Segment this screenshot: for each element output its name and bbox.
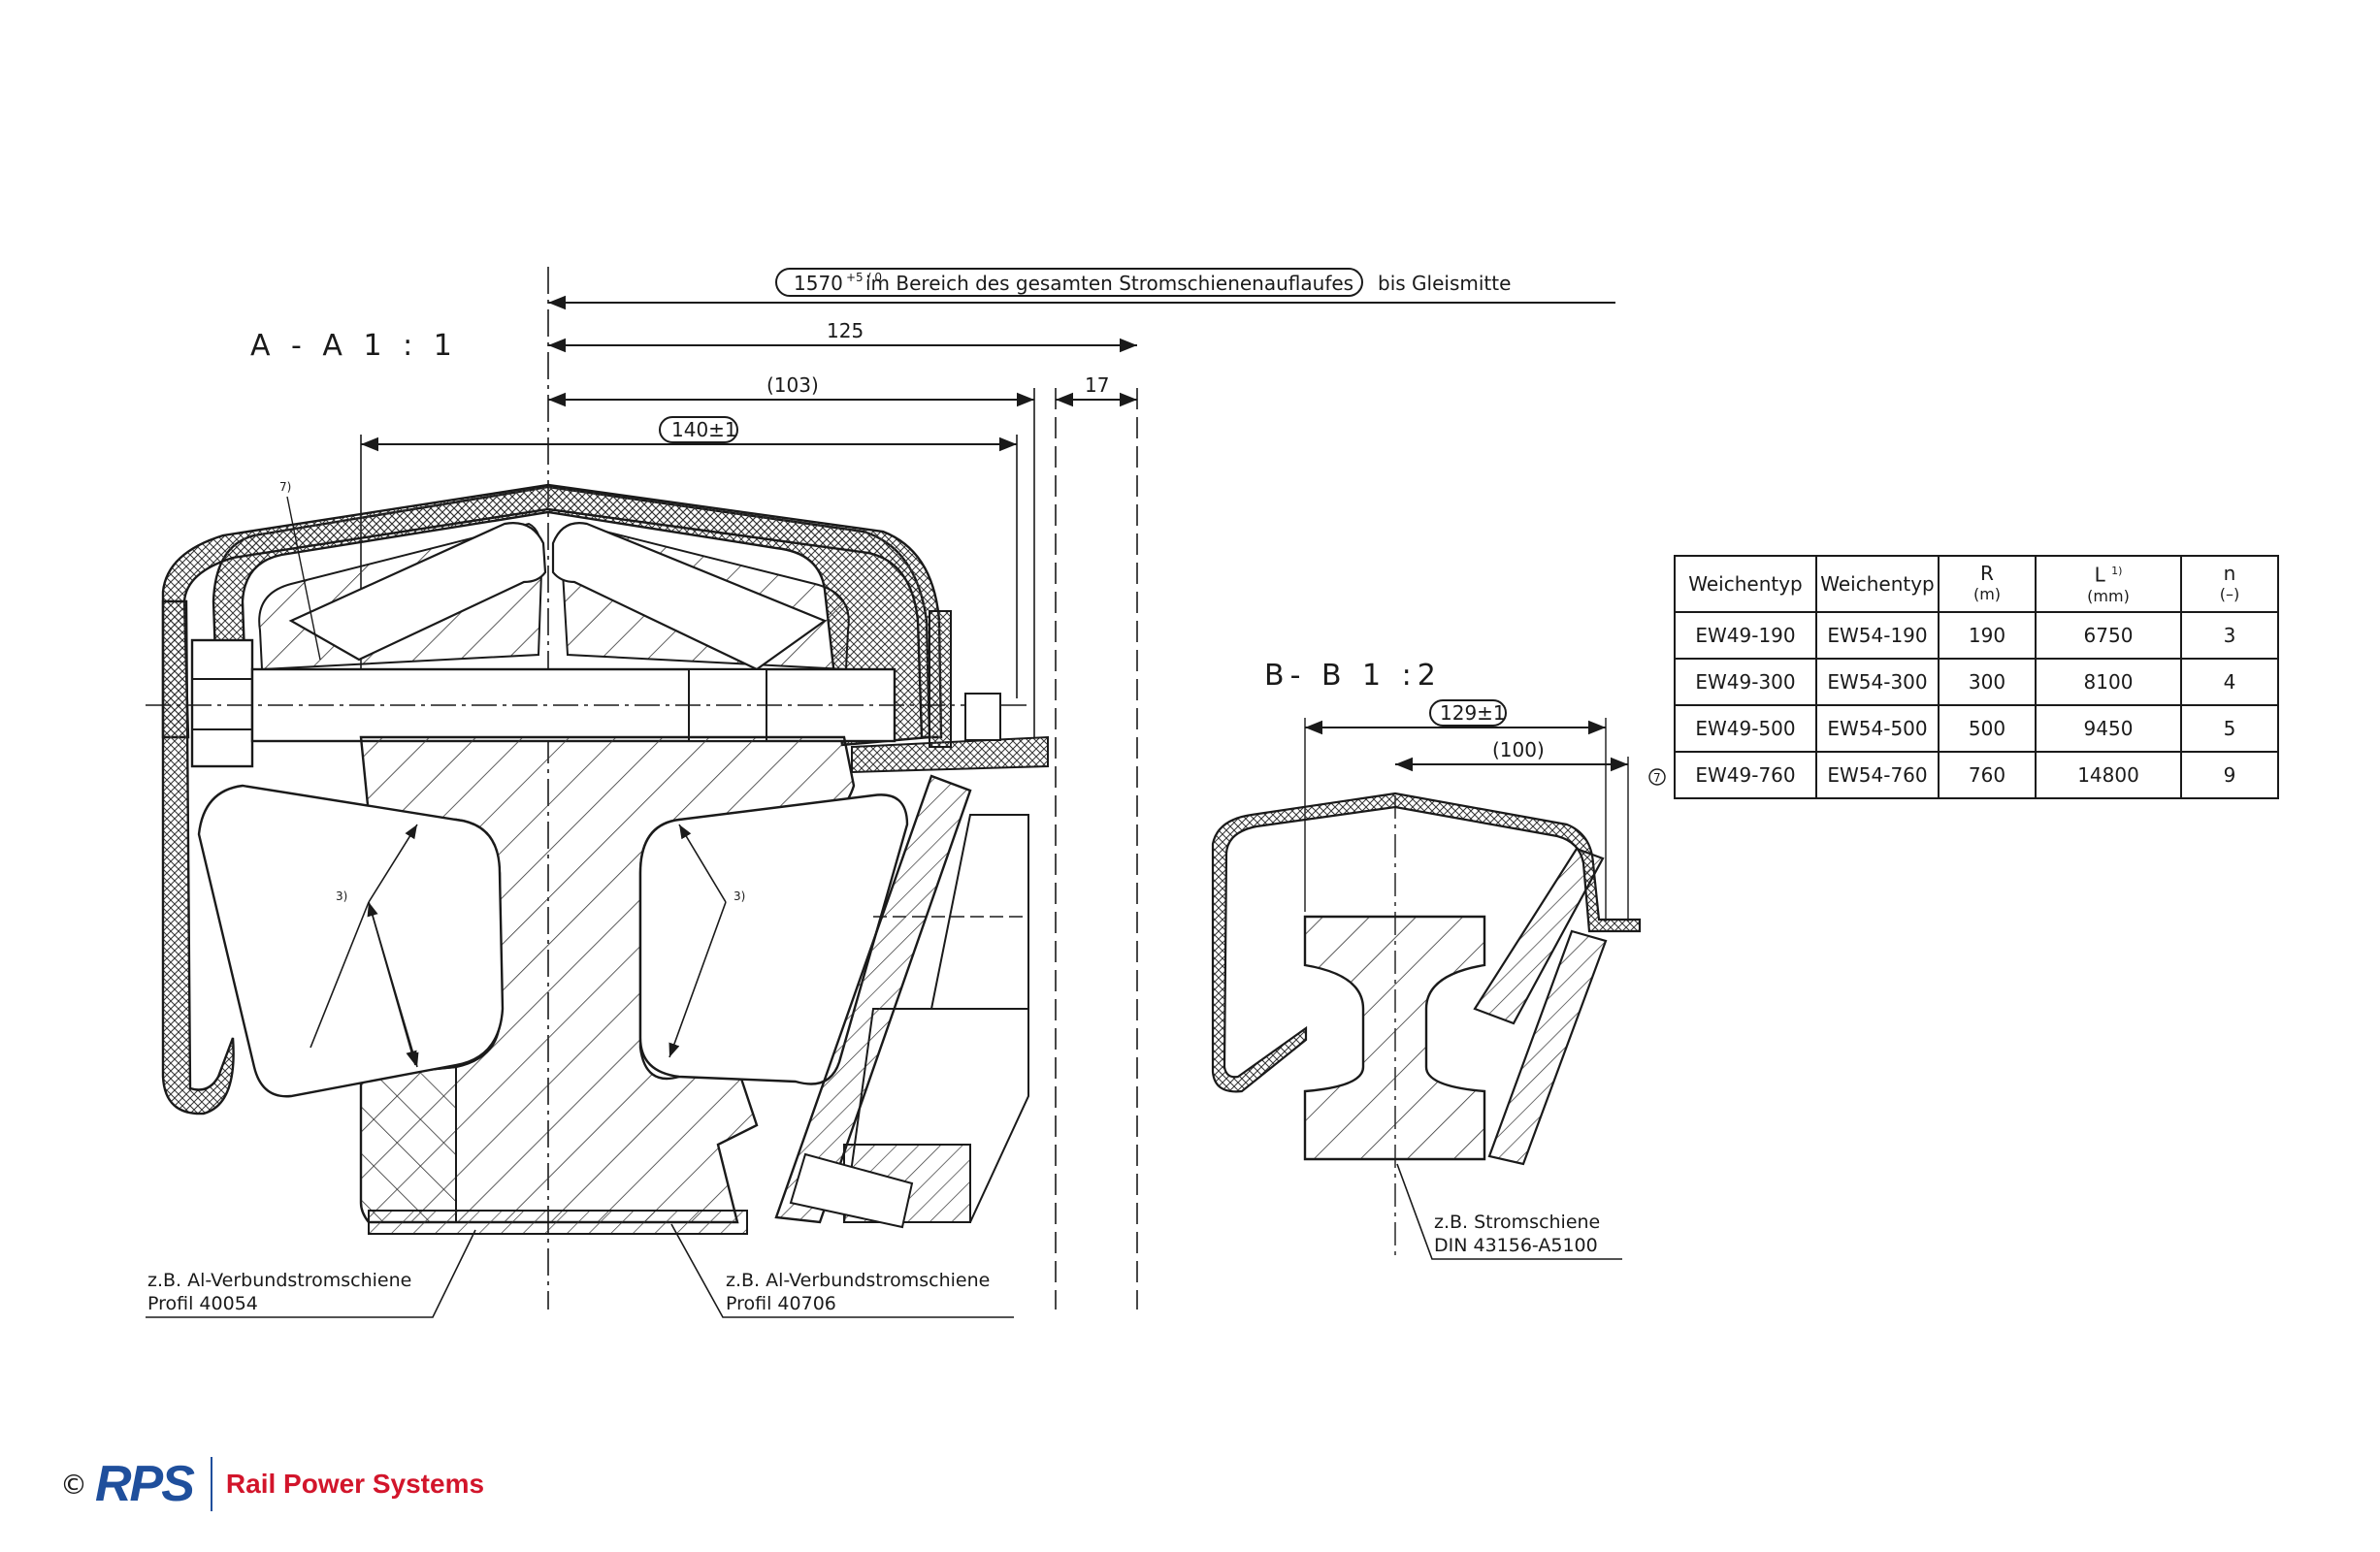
note-3-arrow [310, 901, 370, 1049]
header-n: n(–) [2180, 555, 2279, 613]
note-3-arrow [678, 824, 727, 903]
dimension-17: 17 [1085, 373, 1109, 397]
cover-b [1211, 792, 1642, 1093]
table-cell: 9 [2180, 751, 2279, 799]
table-cell: EW49-300 [1674, 658, 1817, 706]
section-a-view: A - A 1 : 1 1570 +5 / 0 im Bereich des g… [146, 267, 1615, 1318]
brand-name: Rail Power Systems [225, 1469, 485, 1499]
cover-left-skirt [161, 599, 235, 1116]
table-cell: 9450 [2035, 704, 2182, 753]
label-left-line2: Profil 40054 [147, 1293, 258, 1314]
header-weichentyp-2: Weichentyp [1815, 555, 1940, 613]
table-cell: 4 [2180, 658, 2279, 706]
dimension-140: 140±1 [671, 418, 737, 441]
section-a-title: A - A 1 : 1 [250, 329, 458, 363]
label-b-leader [1396, 1163, 1622, 1260]
note-7-leader [286, 496, 321, 661]
gauge-dimension-frame [775, 268, 1363, 297]
dimension-129: 129±1 [1440, 701, 1506, 725]
table-cell: 14800 [2035, 751, 2182, 799]
table-cell: EW49-190 [1674, 611, 1817, 660]
header-l: L 1)(mm) [2035, 555, 2182, 613]
table-cell: EW54-500 [1815, 704, 1940, 753]
table-cell: 6750 [2035, 611, 2182, 660]
table-cell: EW49-760 [1674, 751, 1817, 799]
footer: © RPS Rail Power Systems [60, 1455, 484, 1513]
note-3-arrow [668, 901, 727, 1058]
table-cell: 760 [1938, 751, 2037, 799]
table-cell: 8100 [2035, 658, 2182, 706]
clamp-foot-left [360, 1065, 457, 1223]
left-rail-shoe [197, 784, 505, 1098]
table-cell: EW54-190 [1815, 611, 1940, 660]
table-row: EW49-300 EW54-300 300 8100 4 [1674, 658, 2279, 706]
conductor-rail-profile [1303, 915, 1486, 1161]
support-plate-b [1487, 929, 1608, 1166]
note-7: 7) [279, 480, 291, 494]
logo-divider [210, 1457, 212, 1511]
table-cell: 500 [1938, 704, 2037, 753]
dimension-103: (103) [766, 373, 819, 397]
table-row: EW49-760 EW54-760 760 14800 9 [1674, 751, 2279, 799]
copyright-symbol: © [60, 1468, 87, 1501]
inclined-plate [774, 774, 972, 1224]
gauge-value: 1570 [794, 272, 843, 295]
table-row: EW49-500 EW54-500 500 9450 5 [1674, 704, 2279, 753]
gauge-text: im Bereich des gesamten Stromschienenauf… [865, 272, 1353, 295]
dimension-125: 125 [827, 319, 864, 342]
dimension-100: (100) [1492, 738, 1545, 761]
gauge-tolerance: +5 / 0 [846, 271, 882, 284]
label-left-leader [146, 1229, 476, 1318]
label-right-line1: z.B. Al-Verbundstromschiene [726, 1270, 990, 1291]
insulator-left-top [288, 522, 547, 662]
small-clip [964, 693, 1001, 741]
bottom-profile-strip [368, 1210, 748, 1235]
section-b-title: B- B 1 :2 [1264, 659, 1442, 693]
insulator-b [1473, 847, 1605, 1025]
note-3-left: 3) [336, 889, 347, 903]
table-cell: EW49-500 [1674, 704, 1817, 753]
note-3-right: 3) [734, 889, 745, 903]
table-cell: EW54-760 [1815, 751, 1940, 799]
bolt-head [190, 638, 254, 768]
table-cell: 190 [1938, 611, 2037, 660]
table-row: EW49-190 EW54-190 190 6750 3 [1674, 611, 2279, 660]
header-weichentyp-1: Weichentyp [1674, 555, 1817, 613]
table-header-row: Weichentyp Weichentyp R(m) L 1)(mm) n(–) [1674, 555, 2279, 613]
table-cell: EW54-300 [1815, 658, 1940, 706]
cover-side-plate [929, 610, 952, 748]
table-cell: 300 [1938, 658, 2037, 706]
label-right-line2: Profil 40706 [726, 1293, 836, 1314]
dimension-140-frame [659, 416, 738, 443]
inclined-screw [789, 1152, 914, 1229]
gauge-suffix: bis Gleismitte [1378, 272, 1511, 295]
section-b-view: B- B 1 :2 129±1 (100) 7 z.B. Stromschien… [1211, 659, 1666, 1261]
note-3-arrow [368, 824, 418, 903]
header-r: R(m) [1938, 555, 2037, 613]
label-b-line2: DIN 43156-A5100 [1434, 1235, 1598, 1256]
insulator-right-top [551, 522, 828, 671]
switch-type-table: Weichentyp Weichentyp R(m) L 1)(mm) n(–)… [1674, 555, 2279, 799]
dimension-129-frame [1429, 699, 1507, 727]
label-left-line1: z.B. Al-Verbundstromschiene [147, 1270, 411, 1291]
label-b-line1: z.B. Stromschiene [1434, 1212, 1600, 1233]
note-3-arrow [368, 901, 417, 1066]
label-right-leader [670, 1223, 1014, 1318]
note-7-b: 7 [1653, 771, 1661, 785]
rps-logo: RPS [95, 1456, 195, 1512]
table-cell: 5 [2180, 704, 2279, 753]
note-7-circle [1648, 768, 1666, 786]
table-cell: 3 [2180, 611, 2279, 660]
